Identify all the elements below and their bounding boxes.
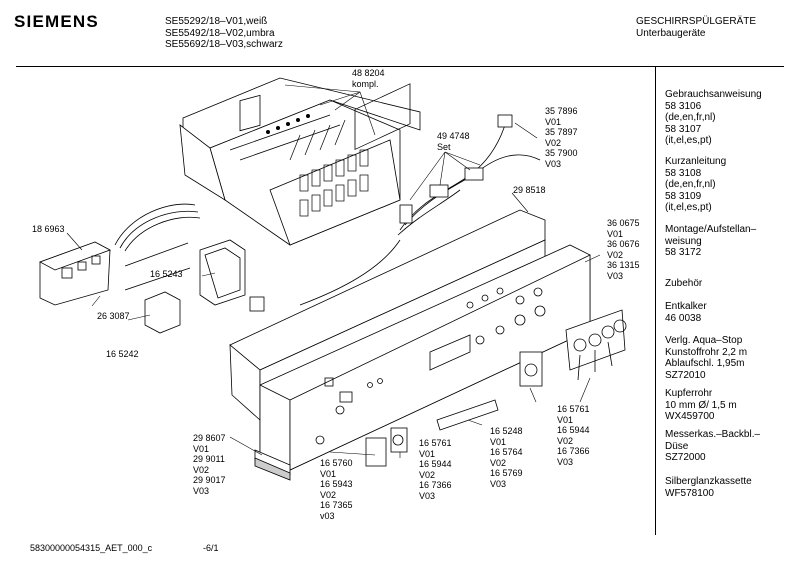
label-16-5242: 16 5242	[106, 349, 139, 359]
leader-lines	[66, 84, 601, 458]
category-subtitle: Unterbaugeräte	[636, 27, 706, 39]
page-number: -6/1	[203, 543, 219, 553]
front-panel	[259, 244, 591, 471]
bracket-parts	[124, 239, 246, 334]
control-board-assembly	[179, 77, 421, 246]
document-id: 58300000054315_AET_000_c	[30, 543, 153, 553]
sidebar-group-accessories: Zubehör	[665, 278, 703, 289]
model-line: SE55292/18–V01,weiß	[165, 16, 268, 27]
wiring-harness	[249, 114, 541, 312]
label-18-6963: 18 6963	[32, 224, 65, 234]
ribbon-cable	[114, 203, 201, 252]
category-heading: GESCHIRRSPÜLGERÄTE Unterbaugeräte	[636, 16, 756, 39]
header-rule	[16, 66, 784, 67]
model-list: SE55292/18–V01,weiß SE55492/18–V02,umbra…	[165, 16, 283, 51]
label-16-5243: 16 5243	[150, 269, 183, 279]
brand-logo: SIEMENS	[14, 12, 99, 31]
category-title: GESCHIRRSPÜLGERÄTE	[636, 16, 757, 27]
sidebar-rule	[655, 66, 656, 535]
base-stack	[254, 449, 291, 481]
display-module	[39, 241, 189, 306]
model-line: SE55692/18–V03,schwarz	[165, 39, 283, 50]
label-29-8518: 29 8518	[513, 185, 546, 195]
label-26-3087: 26 3087	[97, 311, 130, 321]
knob-parts	[365, 309, 627, 467]
model-line: SE55492/18–V02,umbra	[165, 27, 275, 39]
